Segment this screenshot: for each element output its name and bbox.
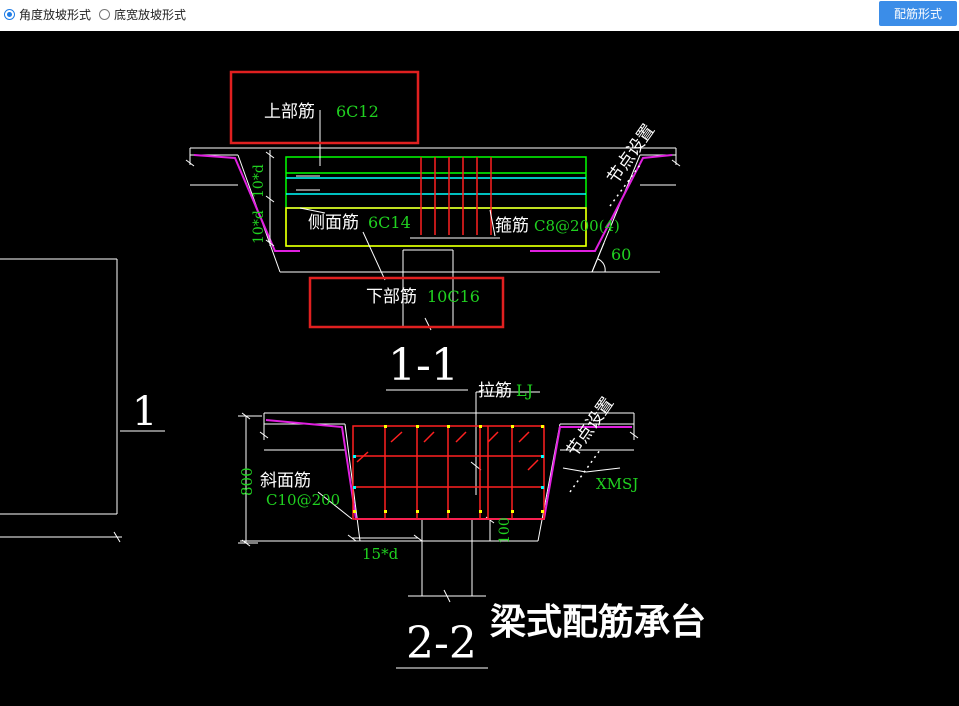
slope-rebar-value: C10@200 — [266, 491, 340, 509]
dim-15d: 15*d — [362, 545, 399, 563]
height-dim: 800 — [238, 467, 256, 496]
tie-rebar-label: 拉筋 — [478, 381, 512, 401]
reinforcement-form-button[interactable]: 配筋形式 — [879, 1, 957, 26]
bottom-rebar-value: 10C16 — [427, 287, 480, 306]
dim-100: 100 — [497, 517, 513, 544]
radio-width-slope[interactable]: 底宽放坡形式 — [99, 6, 186, 23]
toolbar: 角度放坡形式 底宽放坡形式 配筋形式 — [0, 0, 959, 31]
bottom-rebar-label: 下部筋 — [366, 287, 417, 307]
main-title: 梁式配筋承台 — [490, 602, 706, 643]
xmsj-label: XMSJ — [596, 475, 638, 493]
dim-upper: 10*d — [251, 164, 267, 198]
radio-unchecked-icon — [99, 9, 110, 20]
stirrup-label: 箍筋 — [495, 216, 529, 236]
node-setting-label-1: 节点设置 — [604, 121, 659, 188]
radio-checked-icon — [4, 9, 15, 20]
side-rebar-value: 6C14 — [368, 213, 411, 232]
left-section-marker: 1 — [132, 389, 157, 435]
section-1-1: 上部筋 6C12 侧面筋 6C14 箍筋 C8@200(4) 下部筋 10C16… — [185, 70, 681, 391]
left-partial-section — [0, 258, 165, 543]
radio-angle-slope[interactable]: 角度放坡形式 — [4, 6, 91, 23]
slope-rebar-label: 斜面筋 — [260, 471, 311, 491]
top-rebar-label: 上部筋 — [264, 102, 315, 122]
tie-rebar-value: LJ — [516, 381, 533, 400]
cad-drawing: 1 — [0, 70, 706, 669]
bottom-rebar-box — [308, 276, 505, 329]
radio-angle-slope-label: 角度放坡形式 — [19, 8, 92, 22]
dim-lower: 10*d — [251, 210, 267, 244]
radio-width-slope-label: 底宽放坡形式 — [114, 8, 187, 22]
side-rebar-label: 侧面筋 — [308, 213, 359, 233]
section-title-2-2: 2-2 — [406, 618, 477, 669]
top-rebar-box — [229, 70, 420, 145]
section-2-2: 拉筋 LJ 节点设置 斜面筋 C10@200 XMSJ 800 100 15*d… — [238, 381, 638, 669]
section-title-1-1: 1-1 — [388, 340, 459, 391]
slope-angle-value: 60 — [611, 245, 631, 264]
stirrup-value: C8@200(4) — [534, 217, 620, 235]
top-rebar-value: 6C12 — [336, 102, 379, 121]
